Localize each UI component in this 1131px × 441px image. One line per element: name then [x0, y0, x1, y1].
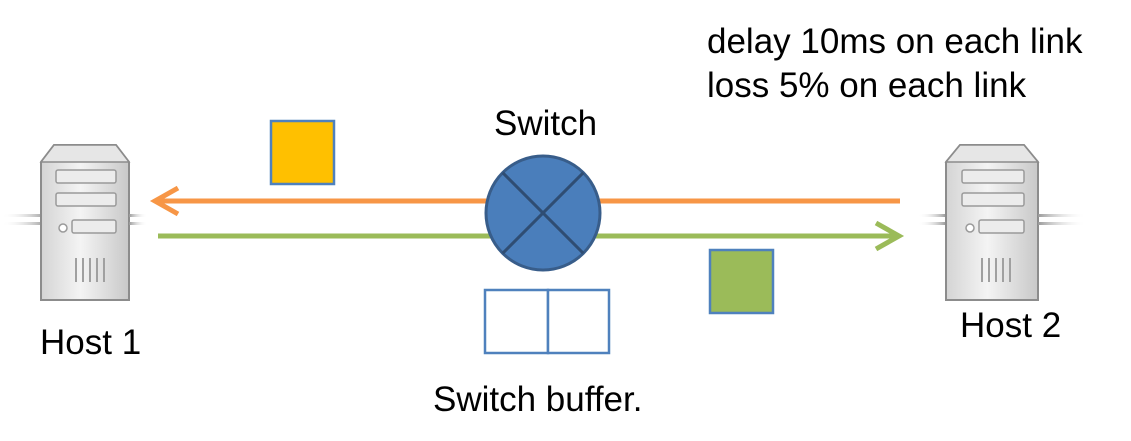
switch-buffer-label: Switch buffer.: [433, 380, 643, 419]
host-2-server-icon: [918, 144, 1086, 301]
switch-icon: [484, 154, 602, 272]
host-2-label: Host 2: [960, 306, 1062, 345]
delay-note: delay 10ms on each link: [707, 22, 1083, 61]
buffer-slot: [483, 288, 550, 355]
switch-buffer: [483, 288, 611, 355]
switch-label: Switch: [494, 104, 598, 143]
forward-packet: [708, 248, 775, 315]
loss-note: loss 5% on each link: [707, 66, 1027, 105]
host-1-label: Host 1: [40, 323, 142, 362]
link-conditions-note: delay 10ms on each link loss 5% on each …: [707, 20, 1083, 108]
host-1-server-icon: [2, 144, 147, 301]
reverse-packet: [269, 119, 336, 186]
buffer-slot: [546, 288, 611, 355]
